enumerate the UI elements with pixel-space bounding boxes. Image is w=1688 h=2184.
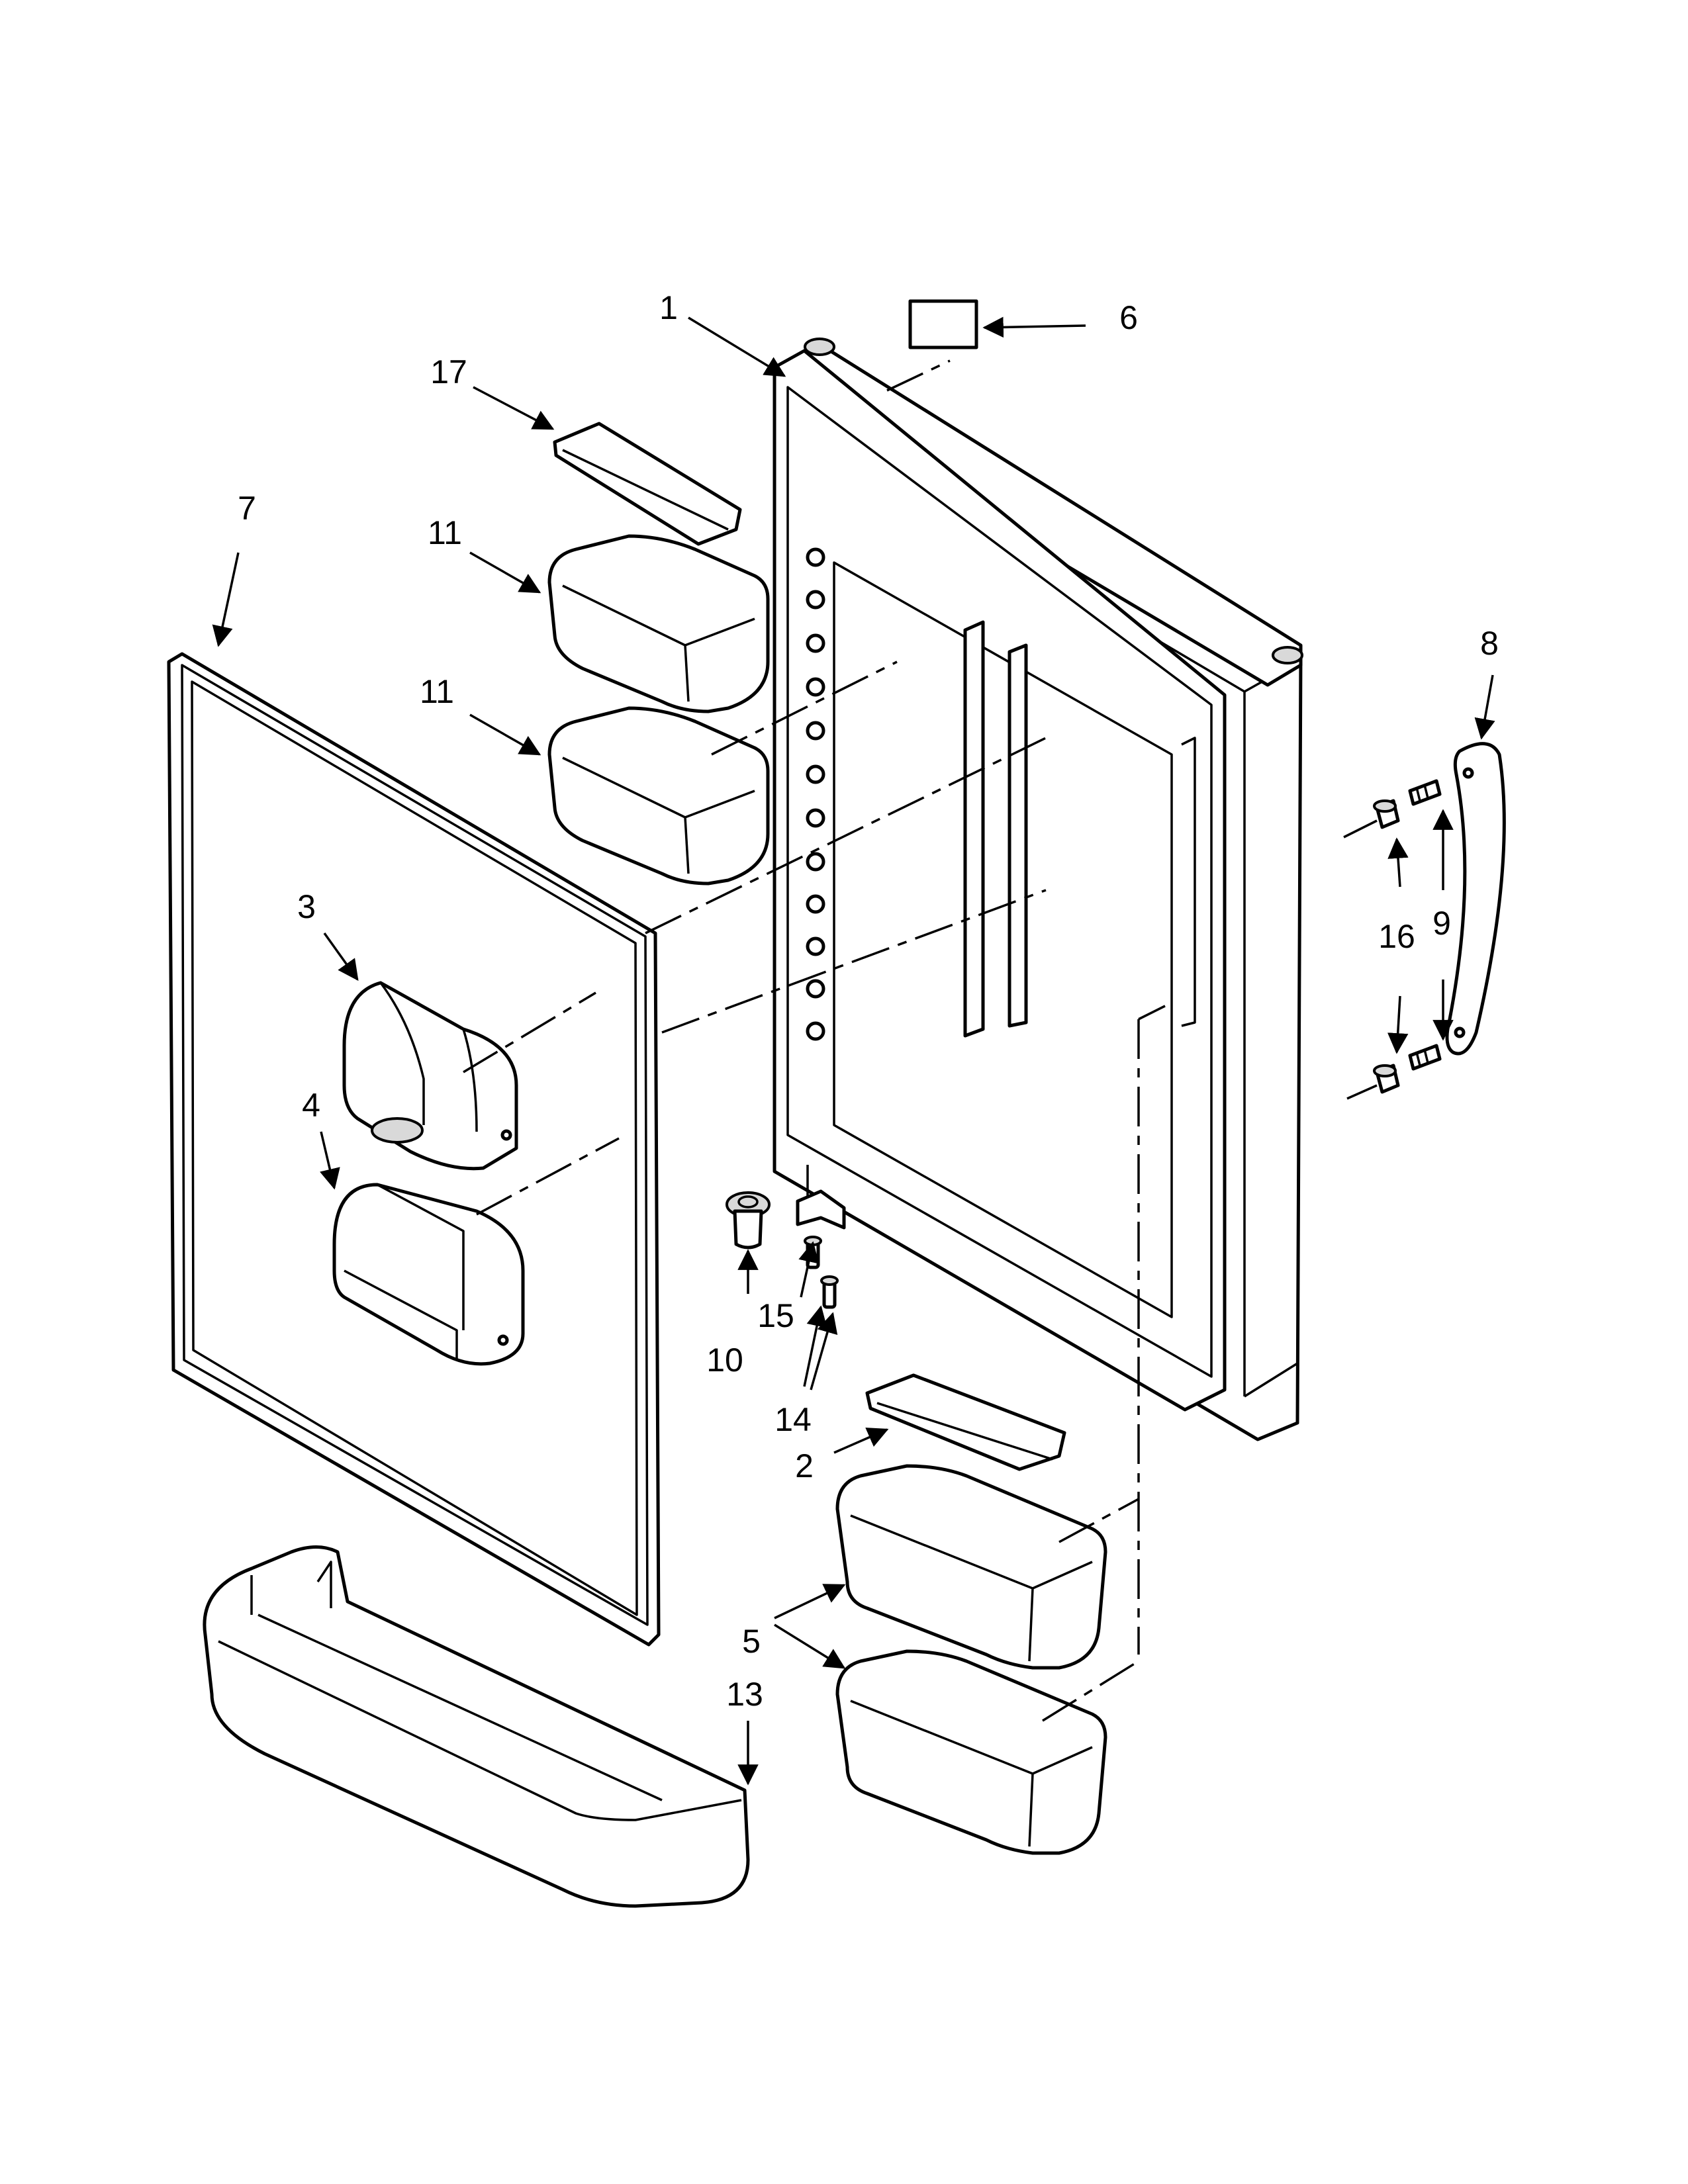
callout-11-upper: 11 <box>428 514 462 551</box>
lower-bin-lower <box>835 1649 1107 1855</box>
callout-labels: 1 6 17 11 11 7 3 4 8 16 9 10 15 14 2 5 1… <box>238 289 1499 1713</box>
callout-14: 14 <box>774 1401 812 1438</box>
leader-lines <box>212 316 1495 1786</box>
callout-7: 7 <box>238 490 256 527</box>
bracket-screw-upper <box>804 1236 822 1269</box>
bracket-screw-lower <box>820 1275 839 1309</box>
drip-tray <box>332 1183 525 1366</box>
callout-1: 1 <box>659 289 678 326</box>
dispenser-housing <box>342 981 518 1171</box>
hinge-bracket <box>796 1165 846 1230</box>
lower-bin-upper <box>835 1464 1107 1670</box>
hinge-cap <box>726 1191 771 1250</box>
callout-2: 2 <box>795 1447 814 1484</box>
callout-15: 15 <box>757 1297 794 1334</box>
callout-13: 13 <box>726 1676 763 1713</box>
callout-11-lower: 11 <box>420 673 454 710</box>
handle-screw-top-left <box>1373 799 1400 829</box>
door-liner <box>773 338 1303 1441</box>
door-bin-middle <box>547 706 770 886</box>
large-door-bin <box>203 1545 750 1908</box>
callout-4: 4 <box>302 1087 320 1124</box>
handle-screw-bottom-left <box>1373 1064 1400 1094</box>
callout-5: 5 <box>742 1623 761 1660</box>
callout-16: 16 <box>1378 918 1415 955</box>
small-shelf-cover-top <box>553 422 742 546</box>
handle-screw-bottom-right <box>1408 1044 1442 1071</box>
callout-10: 10 <box>706 1342 743 1379</box>
rating-label <box>908 299 978 349</box>
callout-3: 3 <box>297 888 316 925</box>
shelf-pegs <box>806 547 825 1041</box>
callout-6: 6 <box>1119 299 1138 336</box>
small-shelf-cover-bottom <box>865 1373 1066 1471</box>
door-bin-upper <box>547 534 770 713</box>
door-handle <box>1445 742 1506 1056</box>
handle-screw-top-right <box>1408 779 1442 806</box>
callout-9: 9 <box>1432 905 1451 942</box>
callout-8: 8 <box>1480 625 1499 662</box>
callout-17: 17 <box>430 353 467 390</box>
assembly-lines <box>463 359 1378 1722</box>
